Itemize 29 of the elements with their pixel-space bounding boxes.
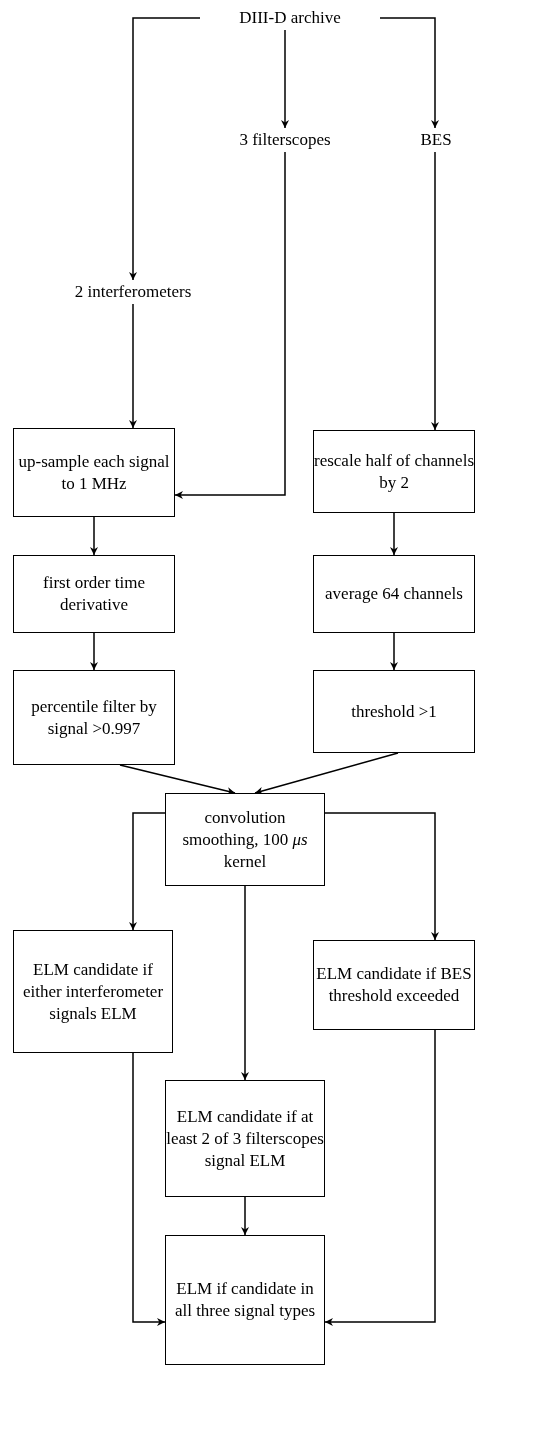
arrow [379, 17, 439, 129]
arrow [254, 752, 399, 795]
arrow [129, 303, 137, 429]
arrow [324, 812, 439, 941]
arrow [119, 764, 236, 795]
arrow [241, 885, 249, 1081]
arrow [129, 17, 201, 281]
process-box: ELM candidate if at least 2 of 3 filterscopes signal ELM [165, 1080, 325, 1197]
arrow [129, 812, 166, 931]
process-box: percentile filter by signal >0.997 [13, 670, 175, 765]
process-box: ELM if candidate in all three signal types [165, 1235, 325, 1365]
process-box: ELM candidate if either interferometer signals ELM [13, 930, 173, 1053]
arrow [390, 512, 398, 556]
arrow [431, 151, 439, 431]
arrow [174, 151, 286, 499]
arrow [90, 516, 98, 556]
process-box: convolution smoothing, 100 μs kernel [165, 793, 325, 886]
arrow [324, 1029, 436, 1326]
process-box: average 64 channels [313, 555, 475, 633]
arrow [390, 632, 398, 671]
arrow [90, 632, 98, 671]
process-box: rescale half of channels by 2 [313, 430, 475, 513]
process-box: up-sample each signal to 1 MHz [13, 428, 175, 517]
arrow [132, 1052, 166, 1326]
arrow [241, 1196, 249, 1236]
arrow [281, 29, 289, 129]
process-box: first order time derivative [13, 555, 175, 633]
process-box: ELM candidate if BES threshold exceeded [313, 940, 475, 1030]
process-box: threshold >1 [313, 670, 475, 753]
